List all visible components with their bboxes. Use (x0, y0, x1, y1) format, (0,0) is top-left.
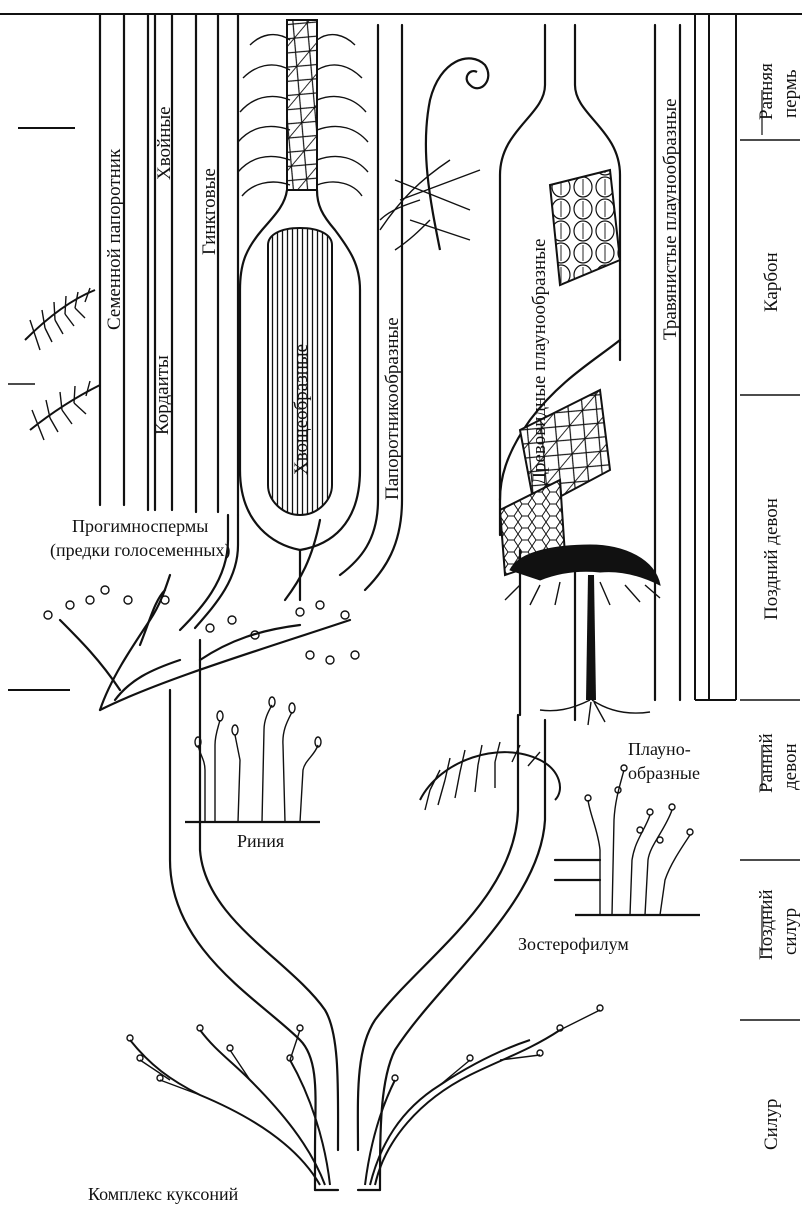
period-late-silurian-1: Поздний (756, 889, 777, 960)
period-early-permian-1: Ранняя (756, 63, 777, 120)
early-fern-frond (420, 742, 560, 810)
period-early-permian-2: пермь (780, 69, 801, 118)
period-carboniferous: Карбон (761, 252, 782, 312)
zosterophyllum-illustration (575, 765, 700, 915)
label-rhynia: Риния (237, 831, 284, 851)
seed-fern-frond (25, 288, 100, 440)
period-scale (695, 15, 800, 1020)
label-zosterophyllum: Зостерофилум (518, 934, 629, 954)
label-lycopods-2: образные (628, 763, 700, 783)
label-conifers: Хвойные (154, 106, 175, 180)
period-late-silurian-2: силур (780, 908, 801, 955)
period-late-devonian: Поздний девон (761, 498, 782, 620)
label-tree-lycopods: Древовидные плаунообразные (529, 239, 550, 485)
fern-fiddlehead (380, 58, 488, 250)
label-herb-lycopods: Травянистые плаунообразные (660, 98, 681, 340)
label-horsetails: Хвощеобразные (291, 344, 312, 475)
label-seed-ferns: Семенной папоротник (104, 148, 125, 330)
label-ferns: Папоротникообразные (382, 317, 403, 500)
period-silurian: Силур (761, 1099, 782, 1150)
label-ginkgos: Гинкговые (199, 168, 220, 255)
cooksonia-complex (127, 1005, 603, 1185)
progymnosperm-branch (60, 575, 350, 710)
main-lineage-tubes (170, 640, 600, 1190)
period-early-devonian-2: девон (780, 743, 801, 790)
label-progymnosperms-sub: (предки голосеменных) (50, 540, 230, 561)
label-lycopods-1: Плауно- (628, 739, 691, 759)
label-cordaites: Кордаиты (152, 355, 173, 435)
rhynia-illustration (185, 697, 321, 822)
fern-lineage (340, 25, 402, 590)
label-progymnosperms: Прогимноспермы (72, 516, 208, 536)
tree-lycopod-illustration (505, 545, 660, 725)
period-early-devonian-1: Ранний (756, 733, 777, 793)
label-cooksonia: Комплекс куксоний (88, 1184, 239, 1204)
horsetail-lineage (180, 20, 368, 630)
